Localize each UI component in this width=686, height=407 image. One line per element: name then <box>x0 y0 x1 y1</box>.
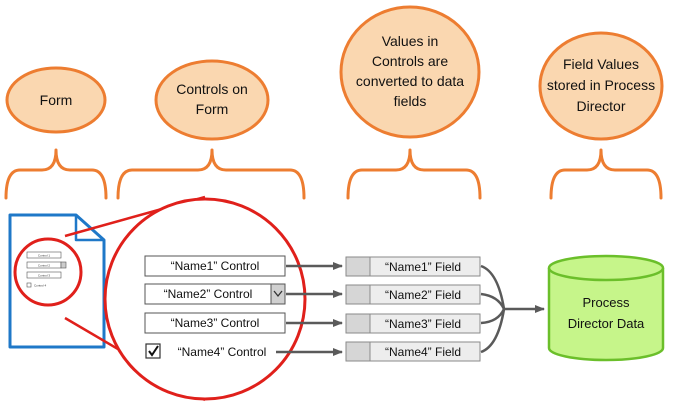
mini-control-2-text: Control 2 <box>38 264 51 268</box>
bubble-values-line4: fields <box>394 93 427 109</box>
field-name1: “Name1” Field <box>345 256 481 277</box>
name4-control-label: “Name4” Control <box>178 345 267 359</box>
bubble-stored: Field Values stored in Process Director <box>538 31 664 141</box>
bubble-stored-line1: Field Values <box>563 56 639 72</box>
checkmark-icon <box>148 345 159 357</box>
merge-arrows <box>480 264 545 354</box>
bubble-values-line3: converted to data <box>356 73 464 89</box>
database-cylinder: Process Director Data <box>547 254 665 362</box>
field-name4: “Name4” Field <box>345 341 481 362</box>
name1-control-label: “Name1” Control <box>171 259 260 273</box>
bubble-stored-line3: Director <box>576 98 625 114</box>
name3-control[interactable]: “Name3” Control <box>144 312 286 334</box>
field-name4-label: “Name4” Field <box>385 345 461 359</box>
name4-control[interactable]: “Name4” Control <box>145 343 267 359</box>
name1-control[interactable]: “Name1” Control <box>144 255 286 277</box>
mini-control-3 <box>26 271 62 279</box>
mini-checkbox <box>26 282 32 288</box>
bubble-form: Form <box>5 66 107 134</box>
bubble-values-line2: Controls are <box>372 53 448 69</box>
bubble-controls-line1: Controls on <box>176 81 248 97</box>
bubble-controls-line2: Form <box>196 101 229 117</box>
bubble-form-text: Form <box>40 92 73 108</box>
mini-control-3-text: Control 3 <box>38 274 51 278</box>
bubble-values-line1: Values in <box>382 33 439 49</box>
database-line2: Director Data <box>568 316 645 331</box>
field-name3: “Name3” Field <box>345 313 481 334</box>
zoom-source-circle: Control 1 Control 2 Control 3 Control 4 <box>13 237 83 307</box>
field-name2: “Name2” Field <box>345 284 481 305</box>
field-name2-label: “Name2” Field <box>385 288 461 302</box>
field-name1-label: “Name1” Field <box>385 260 461 274</box>
zoomed-controls-circle: “Name1” Control “Name2” Control “Name3” … <box>103 197 307 401</box>
name2-control-label: “Name2” Control <box>164 287 253 301</box>
database-line1: Process <box>583 295 630 310</box>
bubble-values: Values in Controls are converted to data… <box>339 5 481 139</box>
dropdown-button[interactable] <box>270 283 286 305</box>
mini-control-1 <box>26 251 62 259</box>
brace-controls <box>116 148 306 200</box>
mini-control-4-text: Control 4 <box>34 284 47 288</box>
brace-form <box>4 148 108 200</box>
brace-values <box>346 148 482 200</box>
name2-control[interactable]: “Name2” Control <box>144 283 286 305</box>
name3-control-label: “Name3” Control <box>171 316 260 330</box>
bubble-stored-line2: stored in Process <box>547 77 655 93</box>
brace-stored <box>549 148 663 200</box>
mini-control-1-text: Control 1 <box>38 254 51 258</box>
bubble-controls: Controls on Form <box>154 59 270 141</box>
chevron-down-icon <box>273 290 283 298</box>
field-name3-label: “Name3” Field <box>385 317 461 331</box>
